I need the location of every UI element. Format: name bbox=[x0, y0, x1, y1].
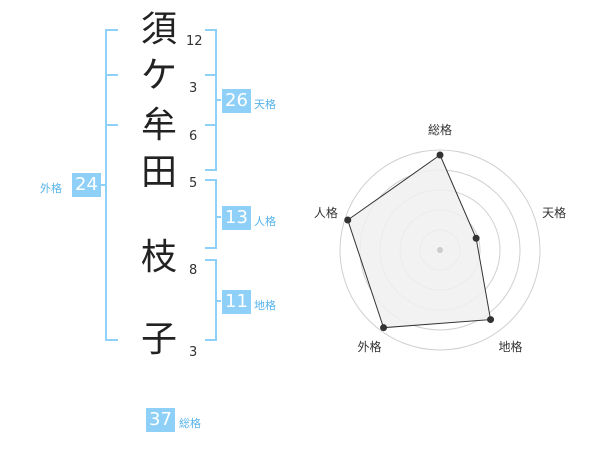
radar-axis-label-1: 総格 bbox=[428, 122, 452, 137]
stroke-count-5: 8 bbox=[189, 263, 198, 278]
stroke-count-2: 3 bbox=[189, 81, 198, 96]
chikaku-score: 11 bbox=[222, 290, 251, 314]
radar-axis-label-2: 天格 bbox=[542, 205, 566, 220]
name-char-5: 枝 bbox=[140, 237, 177, 278]
radar-ring-5 bbox=[339, 149, 541, 351]
radar-point-5 bbox=[344, 216, 352, 224]
gaikaku-score: 24 bbox=[72, 173, 101, 197]
soukaku-label: 総格 bbox=[179, 417, 201, 430]
soukaku-score: 37 bbox=[146, 408, 175, 432]
name-char-6: 子 bbox=[140, 319, 177, 360]
name-char-1: 須 bbox=[140, 9, 177, 50]
radar-axis-label-4: 外格 bbox=[357, 339, 381, 354]
radar-center bbox=[437, 247, 443, 253]
tenkaku-label: 天格 bbox=[254, 98, 276, 111]
radar-point-3 bbox=[487, 316, 495, 324]
radar-axis-label-5: 人格 bbox=[314, 205, 338, 220]
name-char-2: ケ bbox=[140, 55, 177, 96]
radar-point-2 bbox=[472, 234, 480, 242]
jinkaku-label: 人格 bbox=[254, 215, 276, 228]
gaikaku-label: 外格 bbox=[40, 182, 62, 195]
radar-axis-label-3: 地格 bbox=[499, 339, 523, 354]
stroke-count-4: 5 bbox=[189, 176, 198, 191]
stroke-count-3: 6 bbox=[189, 129, 198, 144]
name-char-3: 牟 bbox=[140, 105, 177, 146]
stroke-count-6: 3 bbox=[189, 345, 198, 360]
chikaku-label: 地格 bbox=[254, 299, 276, 312]
radar-point-1 bbox=[436, 151, 444, 159]
jinkaku-score: 13 bbox=[222, 206, 251, 230]
name-char-4: 田 bbox=[140, 152, 177, 193]
stroke-count-1: 12 bbox=[186, 34, 203, 49]
radar-point-4 bbox=[380, 324, 388, 332]
radar-area bbox=[347, 154, 492, 329]
tenkaku-score: 26 bbox=[222, 89, 251, 113]
